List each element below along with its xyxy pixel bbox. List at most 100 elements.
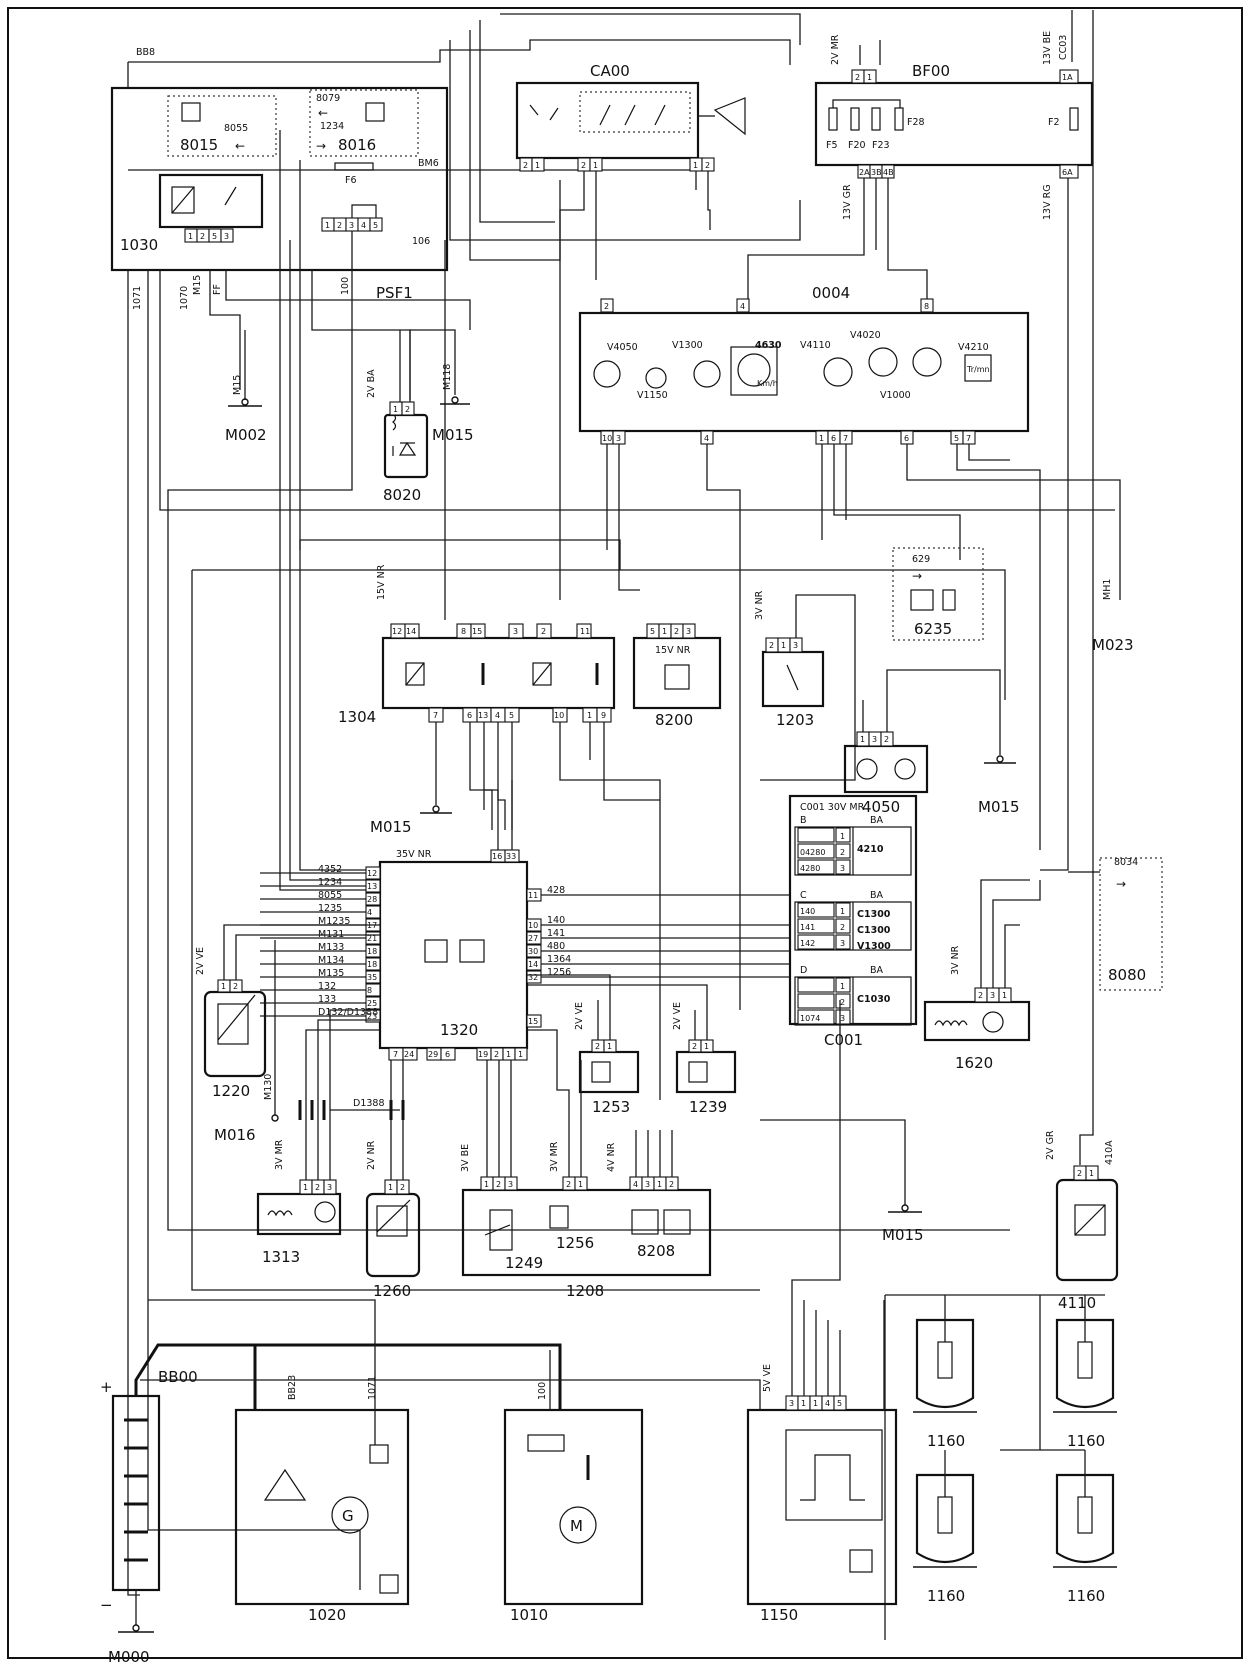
tacho-trmn: Tr/mn [966, 365, 990, 374]
ground-m015-bottom-label: M015 [882, 1226, 924, 1244]
part-v4210: V4210 [958, 342, 989, 353]
svg-text:3: 3 [327, 1183, 332, 1192]
lamps-1160 [884, 1294, 1105, 1640]
svg-text:6: 6 [467, 711, 472, 720]
c001-row-pin: 3 [840, 939, 845, 948]
svg-text:4: 4 [704, 434, 709, 443]
svg-text:2: 2 [400, 1183, 405, 1192]
svg-text:33: 33 [506, 852, 516, 861]
psf1-label: PSF1 [376, 284, 413, 302]
c001-row-wire: 1074 [800, 1014, 820, 1023]
svg-text:1: 1 [484, 1180, 489, 1189]
svg-text:13: 13 [478, 711, 488, 720]
ecu-1320-left-pin-label: 1235 [318, 903, 342, 914]
arrow-right-icon: → [1116, 877, 1126, 891]
wire-bb8: BB8 [136, 47, 155, 58]
svg-text:2: 2 [523, 161, 528, 170]
sensor-1260-label: 1260 [373, 1282, 411, 1300]
battery-bb00: + − BB00 M000 [100, 1343, 562, 1666]
conn-1620: 3V NR [950, 945, 961, 975]
svg-text:3: 3 [645, 1180, 650, 1189]
svg-text:5: 5 [837, 1399, 842, 1408]
svg-text:19: 19 [478, 1050, 488, 1059]
svg-text:2: 2 [855, 73, 860, 82]
conn-1220: 2V VE [195, 947, 206, 975]
svg-text:3: 3 [224, 232, 229, 241]
svg-text:1: 1 [188, 232, 193, 241]
conn-1253: 2V VE [574, 1002, 585, 1030]
c001-row-pin: 2 [840, 998, 845, 1007]
wire-m023: M023 MH1 [1079, 10, 1134, 1165]
svg-text:1: 1 [1002, 991, 1007, 1000]
part-v1150: V1150 [637, 390, 668, 401]
conn-8020: 2V BA [366, 369, 377, 398]
instrument-0004-label: 0004 [812, 284, 850, 302]
conn-1208-c: 4V NR [606, 1142, 617, 1172]
c001-row-pin: 1 [840, 832, 845, 841]
speedo-kmh: Km/h [757, 379, 778, 388]
sensor-4110-label: 4110 [1058, 1294, 1096, 1312]
psf1-downwires: 1071 1070 M15 FF 100 [127, 130, 1115, 1596]
ground-m015-top: M118 M015 [432, 364, 474, 444]
svg-text:1: 1 [593, 161, 598, 170]
component-6235: 629 → 6235 [892, 547, 984, 641]
conn-1150: 5V VE [762, 1364, 773, 1392]
svg-text:2: 2 [705, 161, 710, 170]
svg-text:1: 1 [303, 1183, 308, 1192]
conn-1313: 3V MR [274, 1139, 285, 1170]
ecu-1320-right-pin-label: 1364 [547, 954, 571, 965]
svg-text:6: 6 [445, 1050, 450, 1059]
c001-section-letter: C [800, 890, 807, 901]
fuse-f23: F23 [872, 140, 890, 151]
ecu-1320-right-pin-num: 32 [528, 973, 538, 982]
c001-header: C001 30V MR [800, 802, 865, 813]
conn-1304: 15V NR [376, 564, 387, 600]
svg-text:29: 29 [428, 1050, 438, 1059]
c001-section-color: BA [870, 815, 884, 826]
wire-bb23: BB23 [287, 1375, 298, 1400]
svg-text:3: 3 [990, 991, 995, 1000]
c001-row-pin: 1 [840, 982, 845, 991]
arrow-left-icon: ← [235, 139, 245, 153]
fuse-f5: F5 [826, 140, 838, 151]
fuse-f28: F28 [907, 117, 925, 128]
c001-row-pin: 3 [840, 864, 845, 873]
conn-1239: 2V VE [672, 1002, 683, 1030]
c001-section-letter: D [800, 965, 807, 976]
relay-8016-code: 8079 [316, 93, 340, 104]
ecu-1320-right-pin-label: 141 [547, 928, 565, 939]
svg-text:2: 2 [541, 627, 546, 636]
c001-section-name: C1030 [857, 994, 891, 1005]
svg-text:2A: 2A [859, 168, 870, 177]
svg-text:7: 7 [393, 1050, 398, 1059]
wire-100: 100 [340, 277, 351, 295]
svg-text:1: 1 [221, 982, 226, 991]
svg-text:1: 1 [506, 1050, 511, 1059]
svg-text:4B: 4B [883, 168, 894, 177]
wire-1070: 1070 [179, 286, 190, 310]
ecu-1320-right-pin-label: 1256 [547, 967, 571, 978]
svg-text:5: 5 [212, 232, 217, 241]
alternator-1020-label: 1020 [308, 1606, 346, 1624]
component-4050-label: 4050 [862, 798, 900, 816]
relay-8015-label: 8015 [180, 136, 218, 154]
ground-m015-mid: M015 [370, 805, 452, 836]
ecu-1320-right-pin-num: 11 [528, 891, 538, 900]
component-8080-code: 8034 [1114, 857, 1138, 868]
bus-bm6: BM6 [418, 158, 439, 169]
svg-text:1: 1 [518, 1050, 523, 1059]
c001-section-name: C1300 [857, 925, 891, 936]
svg-text:4: 4 [495, 711, 500, 720]
svg-text:1: 1 [813, 1399, 818, 1408]
wire-m118: M118 [442, 364, 453, 390]
